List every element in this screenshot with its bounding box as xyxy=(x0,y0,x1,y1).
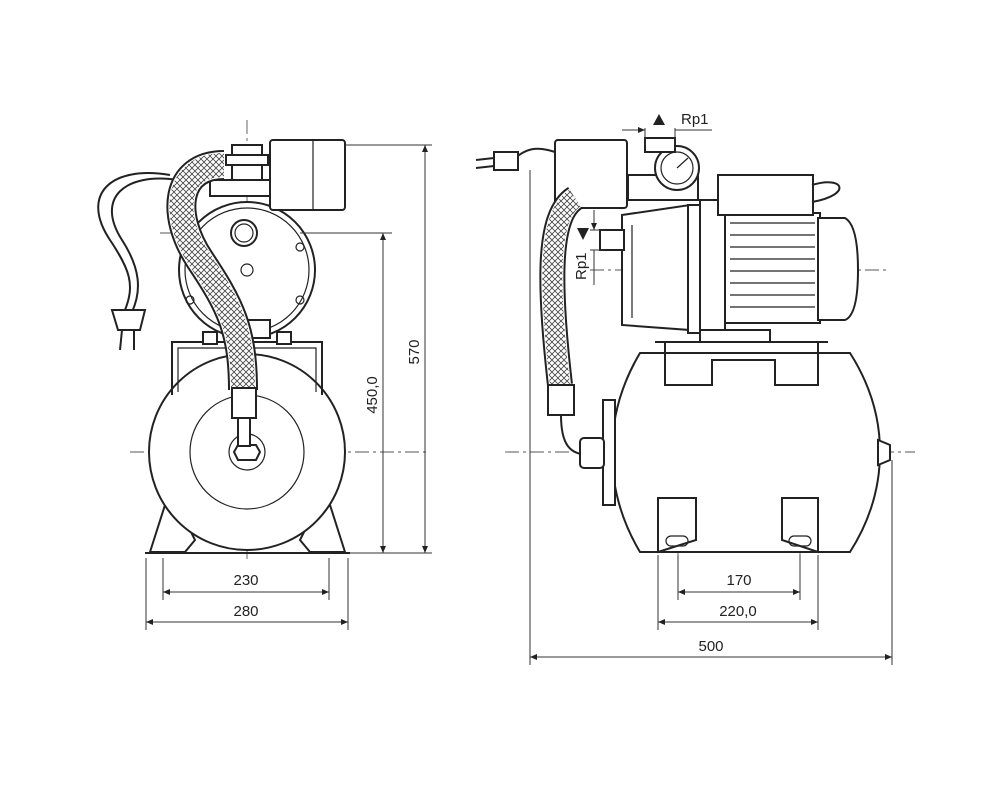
front-power-cable xyxy=(97,172,171,311)
side-pump-seal xyxy=(699,199,726,336)
side-tank-connector xyxy=(579,437,605,469)
front-pump-bolt-3 xyxy=(185,295,195,305)
side-tank-valve xyxy=(877,438,891,467)
side-plug-pin-1 xyxy=(475,157,495,161)
front-bracket-bolt-left xyxy=(202,331,218,345)
side-tank xyxy=(610,352,882,553)
side-foot-left xyxy=(657,497,697,554)
side-inlet-rp1 xyxy=(599,229,625,251)
side-view: Rp1 Rp1 170 220,0 500 xyxy=(475,111,915,665)
front-dim-570: 570 xyxy=(406,339,423,364)
side-rp1-top: Rp1 xyxy=(681,111,709,128)
front-dim-230: 230 xyxy=(233,572,258,589)
front-tank-nut xyxy=(232,444,262,461)
side-foot-right xyxy=(781,497,819,554)
side-dim-220: 220,0 xyxy=(719,603,757,620)
side-dim-500: 500 xyxy=(698,638,723,655)
front-pump-inlet-inner xyxy=(234,223,254,243)
front-hose-braid xyxy=(169,153,255,391)
side-pressure-gauge-face xyxy=(660,151,694,185)
front-pump-bolt-4 xyxy=(295,295,305,305)
side-motor-fan-cover xyxy=(817,217,860,321)
front-power-cable-outer xyxy=(110,177,179,313)
front-fitting-pipe xyxy=(209,179,271,197)
front-pressure-switch xyxy=(269,139,346,211)
front-dim-280: 280 xyxy=(233,603,258,620)
side-pressure-switch xyxy=(554,139,628,209)
side-motor-fins xyxy=(730,222,815,308)
front-view: 230 280 450,0 570 xyxy=(97,120,432,630)
front-hose-end-fitting xyxy=(231,387,257,419)
side-foot-left-slot xyxy=(665,535,689,547)
front-top-fitting-nut xyxy=(225,154,269,166)
front-plug-pin-1 xyxy=(119,329,123,351)
side-hose-braid xyxy=(542,189,582,387)
front-plug xyxy=(110,309,147,331)
side-flow-out-arrow xyxy=(653,114,665,125)
front-pump-bolt-2 xyxy=(295,242,305,252)
side-motor-cable-loop xyxy=(811,181,841,203)
side-power-cable xyxy=(514,147,556,159)
side-foot-right-slot xyxy=(788,535,812,547)
side-motor xyxy=(724,212,821,324)
front-bracket-bolt-right xyxy=(276,331,292,345)
side-pressure-gauge-needle xyxy=(676,157,689,169)
front-hose-connector xyxy=(237,417,251,447)
side-hose-fitting xyxy=(547,384,575,416)
side-outlet-rp1 xyxy=(644,137,676,153)
side-terminal-box xyxy=(717,174,814,216)
side-flow-in-arrow xyxy=(577,228,589,240)
side-saddle xyxy=(664,341,819,386)
front-dim-450: 450,0 xyxy=(364,376,381,414)
side-plug xyxy=(493,151,519,171)
front-pump-inlet xyxy=(230,219,258,247)
side-plug-pin-2 xyxy=(475,165,495,169)
side-dim-170: 170 xyxy=(726,572,751,589)
side-pump-base xyxy=(699,329,771,343)
side-rp1-side: Rp1 xyxy=(573,252,590,280)
front-pump-shaft xyxy=(240,263,254,277)
